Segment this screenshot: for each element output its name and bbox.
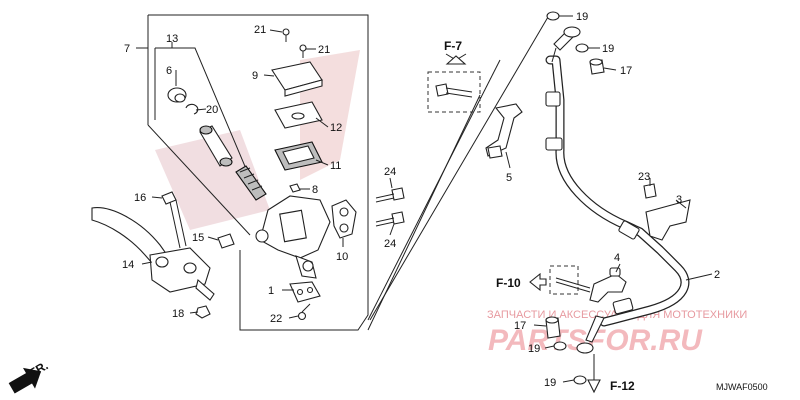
brake-hose <box>545 26 690 354</box>
banjo-bolt-17b <box>545 316 561 339</box>
assembly-frame-7 <box>148 14 369 331</box>
spring <box>235 165 267 201</box>
washer-19c <box>553 341 567 351</box>
hose-clamp-4 <box>589 267 627 303</box>
label-8: 8 <box>312 184 318 196</box>
label-20: 20 <box>206 104 218 116</box>
label-24b: 24 <box>384 238 396 250</box>
ref-f12: F-12 <box>610 379 635 393</box>
washer-19a <box>546 11 560 21</box>
label-12: 12 <box>330 122 342 134</box>
ref-f10: F-10 <box>496 276 521 290</box>
assembly-frame-13 <box>155 47 256 191</box>
bolt-24b <box>375 211 405 227</box>
label-1: 1 <box>268 285 274 297</box>
label-19a: 19 <box>576 11 588 23</box>
ref-f12-group <box>587 354 601 394</box>
washer-19b <box>575 43 589 53</box>
hose-guide-3 <box>643 183 691 241</box>
label-24a: 24 <box>384 166 396 178</box>
ref-f7-group <box>427 53 481 113</box>
ref-f10-group <box>529 265 591 295</box>
banjo-bolt-17a <box>589 58 605 75</box>
screw-22 <box>297 303 311 321</box>
label-5: 5 <box>506 172 512 184</box>
piston-set <box>199 125 233 167</box>
cap-15 <box>217 233 235 249</box>
circlip-20 <box>185 103 199 115</box>
label-10: 10 <box>336 251 348 263</box>
master-cylinder-body <box>255 195 331 279</box>
label-6: 6 <box>166 65 172 77</box>
label-17a: 17 <box>620 65 632 77</box>
label-21a: 21 <box>254 24 266 36</box>
label-21b: 21 <box>318 44 330 56</box>
diaphragm-plate <box>274 101 323 129</box>
brake-lever <box>91 207 215 301</box>
leader-lines <box>136 15 713 383</box>
washer-19d <box>573 375 587 385</box>
label-22: 22 <box>270 313 282 325</box>
label-18: 18 <box>172 308 184 320</box>
label-4: 4 <box>614 252 620 264</box>
label-13: 13 <box>166 33 178 45</box>
label-9: 9 <box>252 70 258 82</box>
label-7: 7 <box>124 43 130 55</box>
label-19d: 19 <box>544 377 556 389</box>
label-11: 11 <box>330 160 341 172</box>
front-direction-arrow <box>8 367 42 394</box>
nut-18 <box>195 305 211 319</box>
label-14: 14 <box>122 259 134 271</box>
screw-21a <box>282 28 290 42</box>
diaphragm <box>274 141 323 171</box>
holder-10 <box>331 199 357 239</box>
label-2: 2 <box>714 269 720 281</box>
boot-6 <box>167 87 187 103</box>
part-number-labels: 7 13 6 20 21 21 9 12 11 8 10 1 22 16 15 … <box>122 11 720 389</box>
pivot-bolt-16 <box>161 191 187 249</box>
hose-clamp-5 <box>485 103 523 159</box>
label-3: 3 <box>676 194 682 206</box>
label-19c: 19 <box>528 343 540 355</box>
label-16: 16 <box>134 192 146 204</box>
screw-21b <box>299 44 307 58</box>
label-15: 15 <box>192 232 204 244</box>
bolt-8 <box>289 183 301 193</box>
ref-f7: F-7 <box>444 39 462 53</box>
label-23: 23 <box>638 171 650 183</box>
brake-switch <box>289 281 321 303</box>
label-17b: 17 <box>514 320 526 332</box>
diagram-code: MJWAF0500 <box>716 382 768 392</box>
label-19b: 19 <box>602 43 614 55</box>
reservoir-cap <box>271 61 323 97</box>
bolt-24a <box>375 187 405 203</box>
